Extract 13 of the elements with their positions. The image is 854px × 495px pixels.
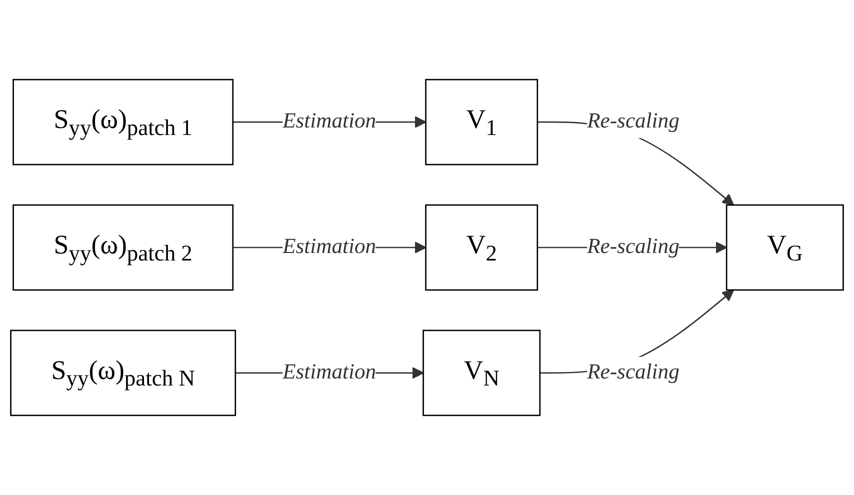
edge-label: Estimation [282, 235, 376, 258]
edge-label: Re-scaling [587, 360, 680, 384]
node-box [422, 330, 541, 416]
node-box [726, 204, 844, 291]
node-box [12, 204, 234, 291]
node-box [425, 204, 538, 291]
node-box [12, 78, 234, 166]
edge-label: Estimation [282, 360, 376, 384]
edge-label: Re-scaling [587, 235, 680, 258]
node-box [425, 78, 538, 166]
edge-label: Re-scaling [587, 110, 680, 133]
edge-label: Estimation [282, 110, 376, 133]
node-box [10, 330, 236, 416]
